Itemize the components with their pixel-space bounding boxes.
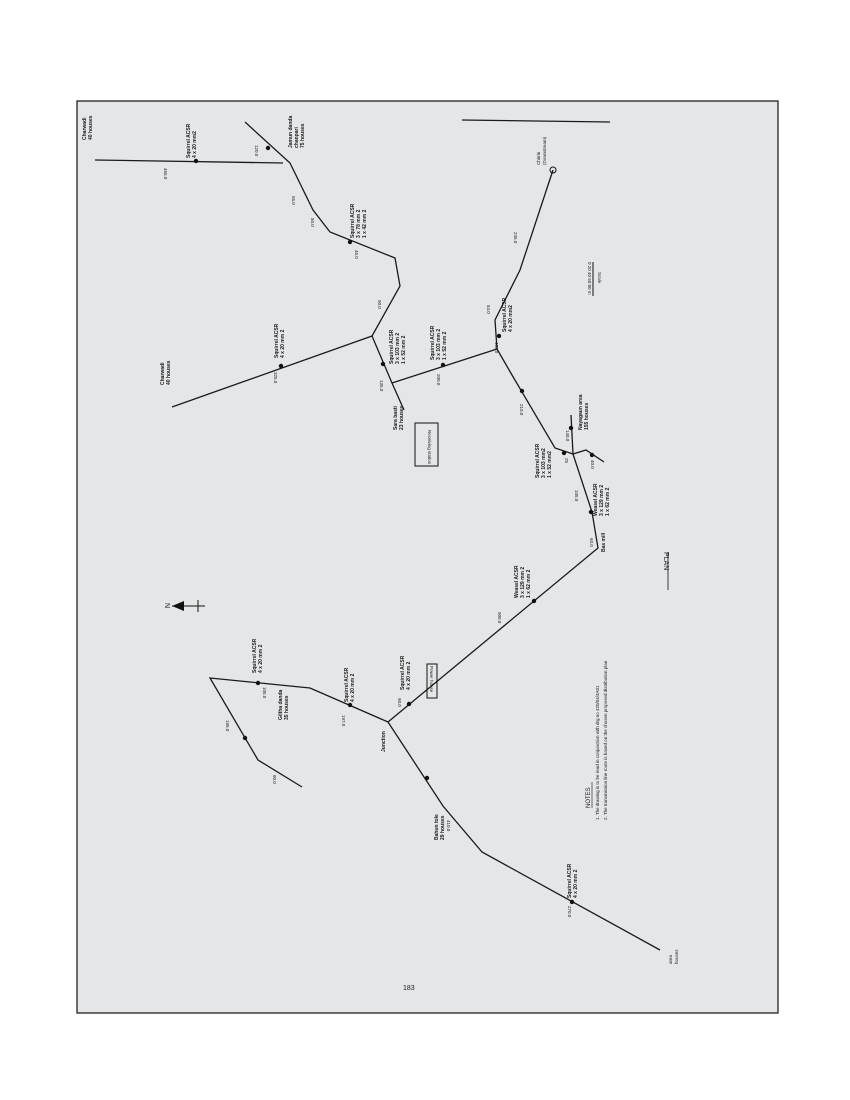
svg-text:Chirrin(Downstream): Chirrin(Downstream)	[536, 136, 547, 165]
svg-text:900.0: 900.0	[497, 612, 502, 624]
svg-text:210.0: 210.0	[519, 404, 524, 416]
svg-text:325.0: 325.0	[273, 372, 278, 384]
svg-text:410.0: 410.0	[446, 820, 451, 832]
svg-text:50.0: 50.0	[310, 218, 315, 227]
svg-text:80.0: 80.0	[272, 775, 277, 784]
svg-text:Squirrel ACSR4 x 20 mm 2: Squirrel ACSR4 x 20 mm 2	[400, 655, 412, 690]
notes-block: NOTES 1. The drawing is to be read in co…	[586, 660, 608, 820]
svg-text:NOTES: NOTES	[586, 787, 592, 808]
svg-text:65.0: 65.0	[291, 196, 296, 205]
svg-text:Squirrel ACSR4 x 20 mm2: Squirrel ACSR4 x 20 mm2	[502, 297, 514, 332]
svg-text:430.0: 430.0	[494, 342, 499, 354]
svg-text:90.0: 90.0	[377, 300, 382, 309]
svg-text:Squirrel ACSR4 x 20 mm 2: Squirrel ACSR4 x 20 mm 2	[567, 863, 579, 898]
svg-text:1. The drawing is to be read: 1. The drawing is to be read in conjunct…	[595, 685, 600, 820]
svg-text:Charwadi40 houses: Charwadi40 houses	[160, 360, 172, 385]
svg-text:Junction: Junction	[381, 731, 387, 752]
svg-text:25: 25	[564, 458, 569, 464]
svg-text:Bas mill: Bas mill	[601, 532, 607, 552]
svg-text:45.0: 45.0	[354, 250, 359, 259]
svg-text:54.0: 54.0	[486, 305, 491, 314]
svg-text:N: N	[163, 603, 170, 608]
svg-text:Squirrel ACSR4 x 20 mm 2: Squirrel ACSR4 x 20 mm 2	[252, 638, 264, 673]
svg-text:Receiving station: Receiving station	[427, 430, 432, 465]
north-arrow-icon: N	[163, 600, 205, 612]
svg-text:200.0: 200.0	[436, 374, 441, 386]
conductor-labels: Squirrel ACSR4 x 20 mm2 Squirrel ACSR3 x…	[186, 123, 611, 898]
top-right-line	[461, 119, 611, 123]
place-labels: Charwadi40 houses Charwadi40 houses Jamu…	[82, 115, 679, 964]
svg-text:Nayagaun area155 houses: Nayagaun area155 houses	[578, 394, 590, 430]
svg-text:Squirrel ACSR3 x 103 mm 21 x 5: Squirrel ACSR3 x 103 mm 21 x 52 mm 2	[389, 329, 407, 364]
plan-title: PLAN	[662, 552, 669, 590]
svg-text:0 20 40 60 80 m: 0 20 40 60 80 m	[587, 262, 592, 295]
svg-text:Bahun tole29 houses: Bahun tole29 houses	[434, 814, 446, 840]
svg-text:Power house: Power house	[429, 666, 434, 693]
svg-text:Sara basti23 houses: Sara basti23 houses	[393, 405, 405, 430]
svg-text:60.0: 60.0	[589, 538, 594, 547]
distribution-lines	[94, 119, 661, 951]
line-nayagaun	[570, 414, 574, 455]
line-nayagaun-b	[572, 449, 605, 463]
page-number: 183	[403, 985, 415, 992]
svg-text:2. The transmission line rout: 2. The transmission line route is based …	[603, 660, 608, 820]
svg-text:Squirrel ACSR4 x 20 mm2: Squirrel ACSR4 x 20 mm2	[186, 123, 198, 158]
svg-text:455.0: 455.0	[163, 168, 168, 180]
line-giltha	[208, 677, 389, 788]
svg-text:197.0: 197.0	[341, 715, 346, 727]
svg-text:135.0: 135.0	[379, 380, 384, 392]
svg-text:Squirrel ACSR4 x 20 mm 2: Squirrel ACSR4 x 20 mm 2	[344, 667, 356, 702]
svg-text:40.0: 40.0	[590, 460, 595, 469]
svg-text:Squirrel ACSR3 x 103 mm21 x 52: Squirrel ACSR3 x 103 mm21 x 52 mm2	[535, 443, 553, 478]
scale-bar: 0 20 40 60 80 m Scale	[587, 262, 602, 296]
svg-text:120.0: 120.0	[254, 145, 259, 157]
svg-text:245.0: 245.0	[513, 232, 518, 244]
receiving-station-box: Receiving station	[414, 422, 439, 467]
svg-text:270.0: 270.0	[567, 906, 572, 918]
line-charwadi-top	[94, 159, 284, 164]
svg-text:PLAN: PLAN	[662, 552, 669, 570]
svg-text:Squirrel ACSR3 x 78 mm 21 x 42: Squirrel ACSR3 x 78 mm 21 x 42 mm 2	[350, 203, 368, 238]
svg-text:Squirrel ACSR3 x 103 mm 21 x 5: Squirrel ACSR3 x 103 mm 21 x 52 mm 2	[430, 325, 448, 360]
svg-text:Jamun dandachanpari75 houses: Jamun dandachanpari75 houses	[288, 116, 306, 148]
svg-text:140.0: 140.0	[565, 430, 570, 442]
svg-text:Weasel ACSR3 x 129 mm 21 x 62: Weasel ACSR3 x 129 mm 21 x 62 mm 2	[593, 483, 611, 516]
distance-labels: 455.0 120.0 65.0 50.0 45.0 90.0 325.0 13…	[163, 145, 595, 918]
svg-text:195.0: 195.0	[225, 720, 230, 732]
svg-text:105.0: 105.0	[262, 687, 267, 699]
endpoint-circle	[549, 166, 557, 174]
svg-text:Weasel ACSR3 x 129 mm 21 x 62: Weasel ACSR3 x 129 mm 21 x 62 mm 2	[514, 565, 532, 598]
svg-text:Giltha danda35 houses: Giltha danda35 houses	[278, 690, 290, 721]
svg-text:areahouses: areahouses	[668, 949, 679, 964]
svg-text:105.0: 105.0	[574, 490, 579, 502]
power-house-box: Power house	[426, 663, 438, 699]
line-charwadi-mid	[171, 335, 373, 408]
drawing-frame	[76, 100, 779, 1014]
svg-text:Squirrel ACSR4 x 20 mm 2: Squirrel ACSR4 x 20 mm 2	[274, 323, 286, 358]
svg-text:90.0: 90.0	[397, 698, 402, 707]
line-jamun	[244, 121, 401, 337]
pole-markers	[193, 145, 595, 905]
line-chirrin	[494, 169, 554, 350]
svg-text:Scale: Scale	[597, 272, 602, 284]
svg-text:Charwadi40 houses: Charwadi40 houses	[82, 115, 94, 140]
